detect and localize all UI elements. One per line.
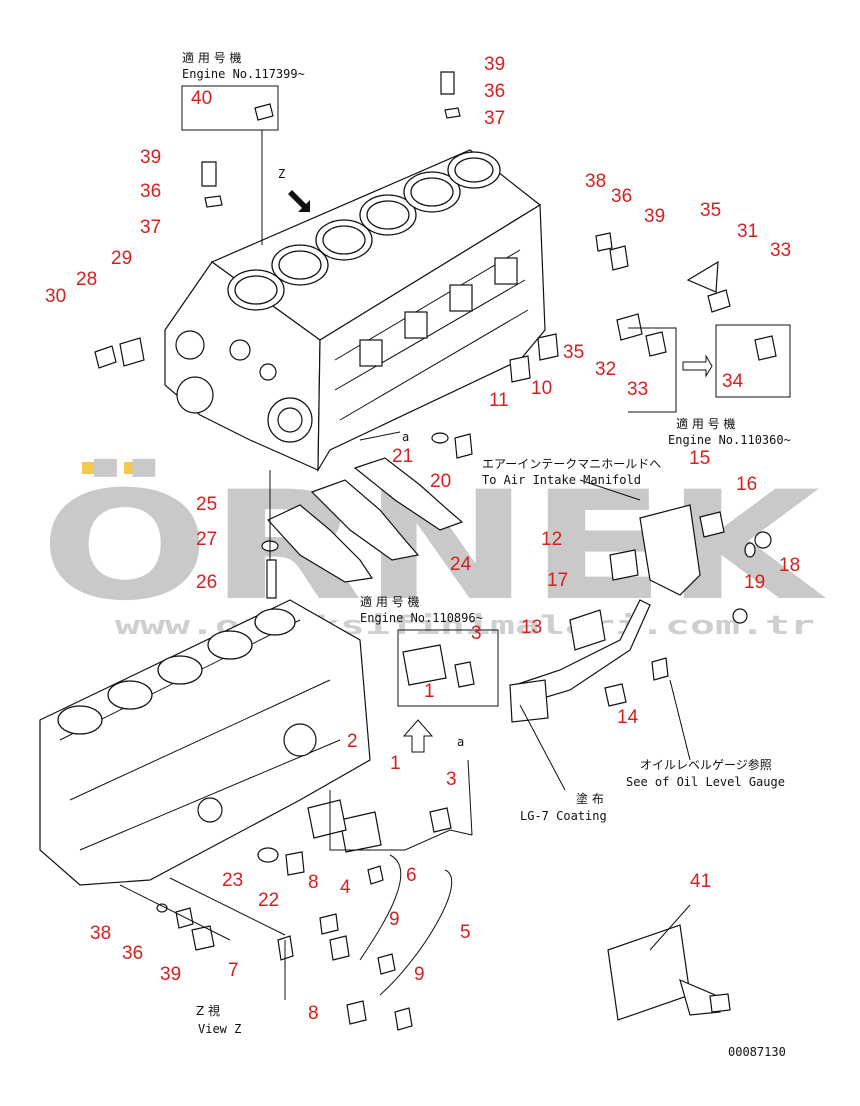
callout-10: 10	[531, 378, 552, 399]
lower-cylinder-block	[39, 599, 371, 886]
callout-33: 33	[627, 379, 648, 400]
z-marker: Z	[278, 167, 285, 181]
callout-21: 21	[392, 446, 413, 467]
upper-cylinder-block	[164, 149, 546, 473]
callout-20: 20	[430, 471, 451, 492]
callout-38: 38	[585, 171, 606, 192]
callout-35: 35	[700, 200, 721, 221]
watermark-accent-dot	[124, 462, 144, 474]
callout-24: 24	[450, 554, 472, 575]
callout-9: 9	[414, 964, 425, 985]
note-view-z-en: View Z	[198, 1022, 241, 1036]
callout-25: 25	[196, 494, 217, 515]
note-engine-110896-jp: 適 用 号 機	[360, 594, 419, 609]
callout-27: 27	[196, 529, 217, 550]
callout-36: 36	[484, 81, 505, 102]
arrow-right-icon	[682, 354, 713, 378]
note-engine-117399-jp: 適 用 号 機	[182, 50, 241, 65]
callout-11: 11	[489, 390, 509, 411]
drawing-number: 00087130	[728, 1045, 786, 1059]
callout-15: 15	[689, 448, 710, 469]
note-engine-110360-jp: 適 用 号 機	[676, 416, 735, 431]
callout-36: 36	[611, 186, 632, 207]
a-marker: a	[457, 735, 464, 749]
callout-2: 2	[347, 731, 358, 752]
watermark-accent-dot	[82, 462, 102, 474]
callout-29: 29	[111, 248, 132, 269]
callout-36: 36	[122, 943, 143, 964]
note-oil-gauge-en: See of Oil Level Gauge	[626, 775, 785, 789]
callout-3: 3	[446, 769, 457, 790]
leader-lines	[119, 85, 791, 1000]
callout-7: 7	[228, 960, 239, 981]
small-parts	[94, 71, 777, 1031]
callout-23: 23	[222, 870, 243, 891]
note-view-z-jp: Z 視	[196, 1003, 220, 1018]
note-engine-117399-en: Engine No.117399~	[182, 67, 305, 81]
callout-38: 38	[90, 923, 111, 944]
note-air-intake-jp: エアーインテークマニホールドへ	[482, 457, 661, 471]
callout-22: 22	[258, 890, 279, 911]
callout-39: 39	[644, 206, 665, 227]
callout-4: 4	[340, 877, 351, 898]
note-coating-en: LG-7 Coating	[520, 809, 607, 823]
callout-8: 8	[308, 1003, 319, 1024]
callout-5: 5	[460, 922, 471, 943]
note-engine-110360-en: Engine No.110360~	[668, 433, 791, 447]
callout-32: 32	[595, 359, 616, 380]
note-box-117399	[181, 85, 279, 131]
callout-1: 1	[424, 681, 435, 702]
callout-17: 17	[547, 570, 568, 591]
callout-9: 9	[389, 909, 400, 930]
callout-31: 31	[737, 221, 758, 242]
a-marker: a	[402, 430, 409, 444]
note-box-110896	[397, 629, 499, 707]
callout-13: 13	[521, 617, 542, 638]
callout-12: 12	[541, 529, 562, 550]
note-oil-gauge-jp: オイルレベルゲージ参照	[640, 757, 772, 772]
diagram-notes: 適 用 号 機 Engine No.117399~ 適 用 号 機 Engine…	[182, 50, 791, 1059]
note-coating-jp: 塗 布	[576, 791, 604, 806]
view-direction-arrow-icon	[288, 190, 310, 212]
callout-39: 39	[140, 147, 161, 168]
arrow-up-icon	[402, 719, 434, 753]
callout-34: 34	[722, 371, 744, 392]
callout-14: 14	[617, 707, 639, 728]
callout-18: 18	[779, 555, 800, 576]
callout-35: 35	[563, 342, 584, 363]
callout-37: 37	[140, 217, 161, 238]
note-box-110360-detail	[715, 324, 791, 398]
callout-26: 26	[196, 572, 217, 593]
callout-30: 30	[45, 286, 66, 307]
note-engine-110896-en: Engine No.110896~	[360, 611, 483, 625]
main-bearing-caps	[267, 457, 464, 583]
callout-numbers: 40 39 36 37 39 36 37 29 28 30 38 36 39 3…	[45, 54, 800, 1024]
callout-39: 39	[484, 54, 505, 75]
callout-40: 40	[191, 88, 212, 109]
callout-3: 3	[471, 623, 482, 644]
callout-41: 41	[690, 871, 711, 892]
callout-8: 8	[308, 872, 319, 893]
callout-36: 36	[140, 181, 161, 202]
callout-28: 28	[76, 269, 97, 290]
callout-39: 39	[160, 964, 181, 985]
callout-16: 16	[736, 474, 757, 495]
callout-37: 37	[484, 108, 505, 129]
callout-1: 1	[390, 753, 401, 774]
note-air-intake-en: To Air Intake Manifold	[482, 473, 641, 487]
callout-6: 6	[406, 865, 417, 886]
callout-33: 33	[770, 240, 791, 261]
callout-19: 19	[744, 572, 765, 593]
